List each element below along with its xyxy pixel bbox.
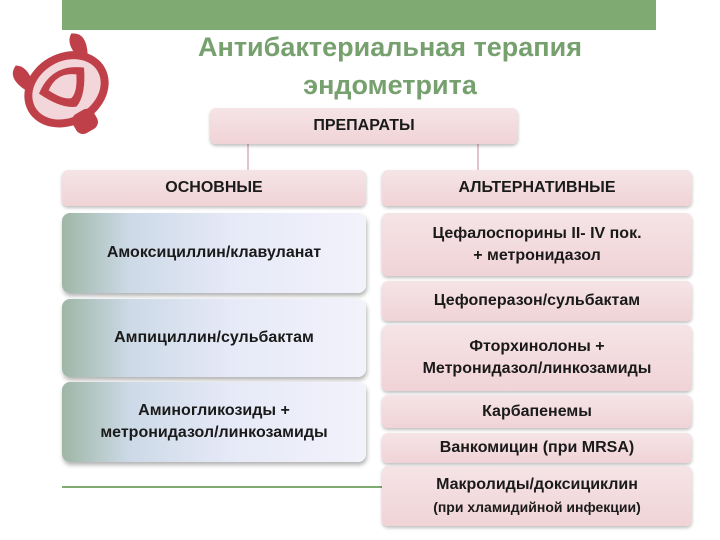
alternative-drug-label-line-1: Цефалоспорины II- IV пок.: [432, 224, 642, 242]
alternative-drug-label: Цефоперазон/сульбактам: [433, 292, 641, 309]
alternative-drug-label: Карбапенемы: [482, 402, 592, 420]
alternative-drug-label-line-2: Метронидазол/линкозамиды: [422, 360, 652, 377]
root-node-label: ПРЕПАРАТЫ: [313, 117, 415, 134]
alternative-drug-label-line-2: + метронидазол: [473, 246, 601, 264]
main-drug-label-line-2: метронидазол/линкозамиды: [100, 424, 328, 441]
top-accent-bar: [62, 0, 656, 30]
main-header-label: ОСНОВНЫЕ: [165, 179, 263, 196]
main-drug-item: Аминогликозиды + метронидазол/линкозамид…: [62, 382, 366, 462]
alternative-drug-label-line-2: (при хламидийной инфекции): [433, 499, 641, 515]
bottom-accent-line: [62, 486, 656, 488]
alternative-drug-label-line-1: Макролиды/доксициклин: [436, 476, 638, 493]
alternative-header-label: АЛЬТЕРНАТИВНЫЕ: [458, 179, 616, 196]
main-drug-item: Ампициллин/сульбактам: [62, 299, 366, 377]
alternative-drug-label: Ванкомицин (при MRSA): [439, 439, 635, 456]
main-drug-label: Амоксициллин/клавуланат: [106, 244, 322, 261]
main-drug-item: Амоксициллин/клавуланат: [62, 213, 366, 293]
alternative-drug-item: Карбапенемы: [382, 395, 692, 428]
main-drug-label-line-1: Аминогликозиды +: [138, 402, 290, 419]
alternative-drug-item: Цефалоспорины II- IV пок. + метронидазол: [382, 213, 692, 276]
page-title-line-1: Антибактериальная терапия: [198, 32, 582, 62]
alternative-drug-item: Цефоперазон/сульбактам: [382, 281, 692, 321]
page-title-line-2: эндометрита: [303, 70, 477, 100]
main-drug-label: Ампициллин/сульбактам: [114, 329, 314, 346]
alternative-drug-item: Фторхинолоны + Метронидазол/линкозамиды: [382, 325, 692, 391]
alternative-drug-label-line-1: Фторхинолоны +: [469, 338, 605, 355]
alternative-drug-item: Макролиды/доксициклин (при хламидийной и…: [382, 466, 692, 526]
alternative-drugs-header: АЛЬТЕРНАТИВНЫЕ: [382, 170, 692, 206]
root-node-preparations: ПРЕПАРАТЫ: [210, 108, 518, 144]
main-drugs-header: ОСНОВНЫЕ: [62, 170, 366, 206]
alternative-drug-item: Ванкомицин (при MRSA): [382, 433, 692, 463]
uterus-logo-icon: [12, 33, 109, 134]
